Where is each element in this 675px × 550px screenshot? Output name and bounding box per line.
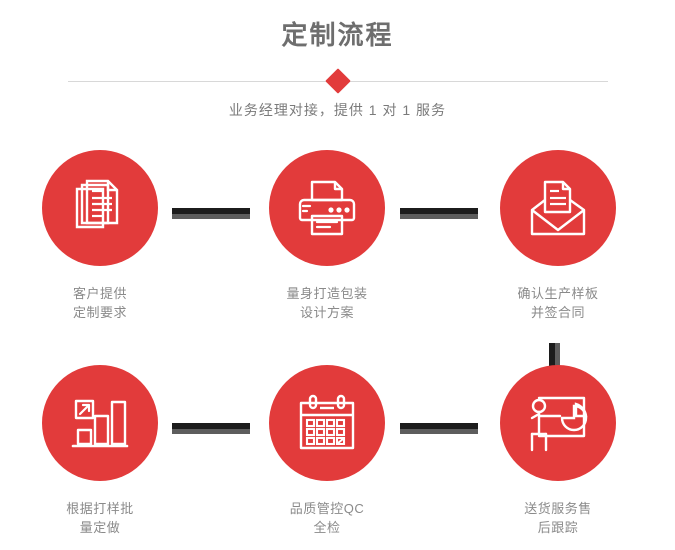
step-icon-circle xyxy=(269,150,385,266)
step-caption: 确认生产样板 并签合同 xyxy=(517,286,599,320)
printer-icon xyxy=(298,180,356,236)
page-subtitle: 业务经理对接，提供 1 对 1 服务 xyxy=(228,102,447,118)
process-step-6[interactable]: 送货服务售 后跟踪 xyxy=(478,365,638,537)
diamond-separator-icon xyxy=(324,68,351,94)
page-title: 定制流程 xyxy=(281,20,394,50)
step-icon-circle xyxy=(269,365,385,481)
process-step-3[interactable]: 确认生产样板 并签合同 xyxy=(478,150,638,322)
process-row-1: 客户提供 定制要求 xyxy=(0,150,675,385)
step-caption: 送货服务售 后跟踪 xyxy=(524,501,592,535)
documents-stack-icon xyxy=(75,179,119,229)
bar-chart-growth-icon xyxy=(71,399,129,448)
step-icon-circle xyxy=(42,150,158,266)
arrow-connector-horizontal-icon xyxy=(400,423,478,434)
step-icon-circle xyxy=(500,365,616,481)
step-caption: 品质管控QC 全检 xyxy=(289,501,365,535)
step-icon-circle xyxy=(42,365,158,481)
process-step-4[interactable]: 根据打样批 量定做 xyxy=(20,365,180,537)
step-caption: 客户提供 定制要求 xyxy=(72,286,127,320)
presenter-pie-chart-icon xyxy=(530,396,588,452)
process-step-2[interactable]: 量身打造包装 设计方案 xyxy=(247,150,407,322)
header: 定制流程 业务经理对接，提供 1 对 1 服务 xyxy=(0,0,675,120)
process-step-1[interactable]: 客户提供 定制要求 xyxy=(20,150,180,322)
arrow-connector-horizontal-icon xyxy=(172,423,250,434)
process-step-5[interactable]: 品质管控QC 全检 xyxy=(247,365,407,537)
envelope-document-icon xyxy=(530,180,586,236)
step-icon-circle xyxy=(500,150,616,266)
step-caption: 根据打样批 量定做 xyxy=(66,501,134,535)
calendar-icon xyxy=(299,394,355,450)
process-flow: 客户提供 定制要求 xyxy=(0,150,675,550)
arrow-connector-vertical-icon xyxy=(549,343,560,385)
divider xyxy=(67,68,608,94)
arrow-connector-horizontal-icon xyxy=(400,208,478,219)
process-row-2: 根据打样批 量定做 xyxy=(0,365,675,550)
step-caption: 量身打造包装 设计方案 xyxy=(286,286,368,320)
arrow-connector-horizontal-icon xyxy=(172,208,250,219)
